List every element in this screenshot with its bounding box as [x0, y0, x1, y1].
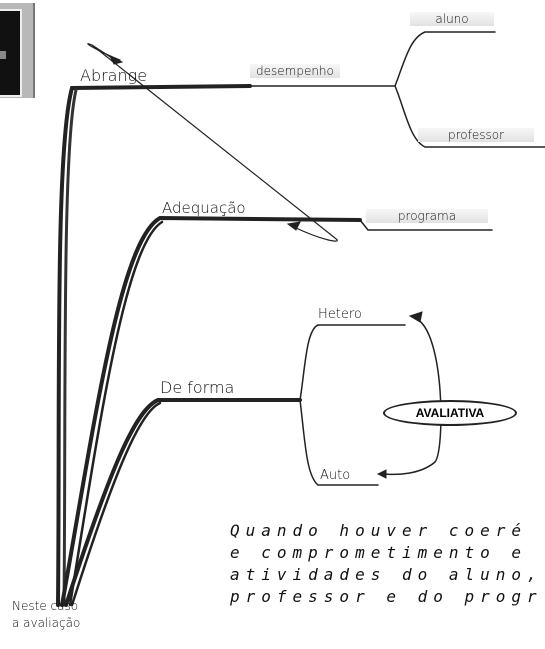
trunk-de-forma	[64, 398, 302, 607]
node-desempenho: desempenho	[250, 64, 340, 78]
branch-de-forma: De forma	[160, 378, 235, 397]
trunk-adequacao	[60, 215, 362, 607]
conclusion-line-4: professor e do progr	[230, 587, 543, 606]
line-auto	[299, 399, 379, 486]
line-aluno	[394, 31, 496, 87]
node-avaliativa: AVALIATIVA	[383, 400, 517, 426]
node-aluno: aluno	[410, 12, 494, 26]
node-professor: professor	[418, 128, 534, 142]
thumbnail-frame	[0, 9, 22, 97]
root-line1: Neste caso	[12, 599, 79, 613]
thumbnail-image	[0, 3, 35, 98]
node-hetero: Hetero	[318, 307, 362, 322]
trunk-abrange	[56, 84, 252, 607]
branch-adequacao: Adequação	[162, 199, 246, 217]
trunk-adequacao-shadow	[68, 220, 164, 607]
thumbnail-detail	[0, 51, 6, 59]
conclusion-text: Quando houver coeré e comprometimento e …	[230, 520, 545, 608]
cycle-arrowhead-bottom	[376, 469, 387, 479]
trunk-abrange-shadow	[62, 88, 78, 607]
loop-arrowhead-top	[108, 54, 124, 65]
conclusion-line-1: Quando houver coeré	[230, 521, 528, 540]
loop-arrow	[87, 43, 338, 242]
line-programa	[359, 219, 493, 231]
trunk-de-forma-shadow	[70, 401, 162, 607]
cycle-arrow	[384, 317, 442, 476]
cycle-arrowhead-top	[408, 311, 423, 323]
conclusion-line-3: atividades do aluno,	[230, 565, 543, 584]
conclusion-line-2: e comprometimento e	[230, 543, 528, 562]
node-auto: Auto	[320, 468, 351, 483]
line-hetero	[299, 324, 406, 401]
line-professor	[394, 85, 545, 148]
root-line2: a avaliação	[12, 616, 81, 630]
loop-arrowhead-bottom	[286, 221, 301, 231]
node-programa: programa	[366, 209, 488, 223]
branch-abrange: Abrange	[80, 66, 148, 85]
